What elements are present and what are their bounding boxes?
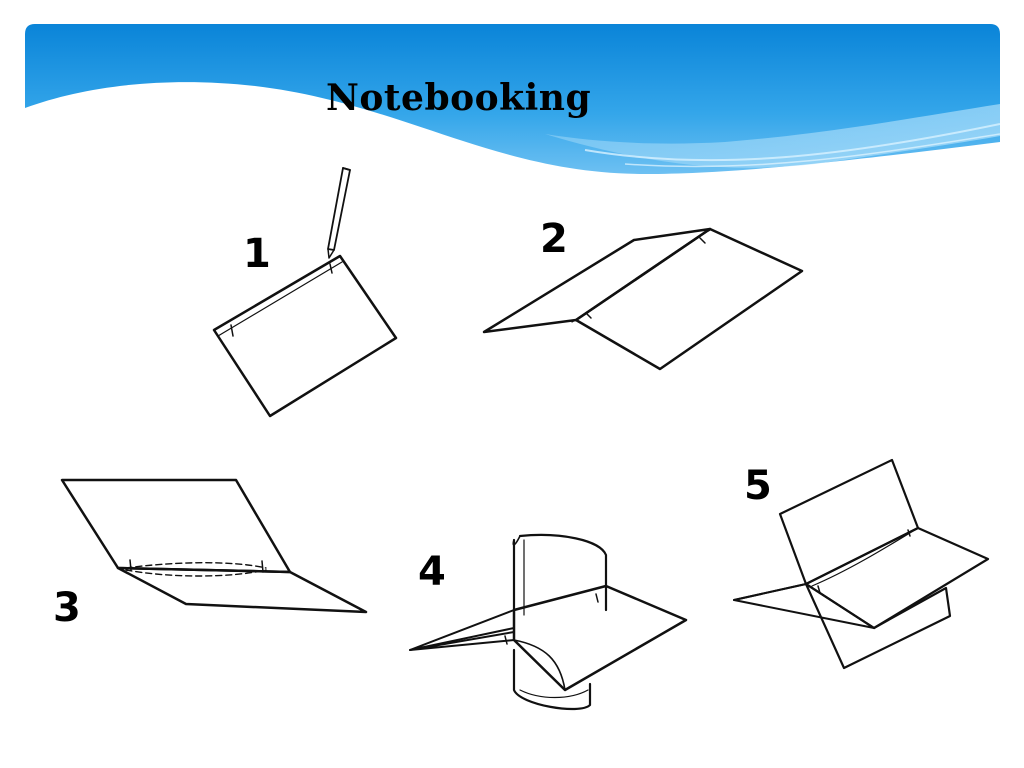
rolled-insert-paper-icon: [409, 533, 688, 711]
step-5-label: 5: [744, 463, 772, 509]
step-3-label: 3: [53, 585, 81, 631]
header-banner: [25, 24, 1000, 174]
stacked-folded-papers-icon: [733, 458, 990, 670]
banner-shape: [25, 24, 1000, 174]
step-4-label: 4: [418, 549, 446, 595]
slide-title: Notebooking: [326, 77, 592, 119]
open-folded-paper-icon: [60, 478, 368, 614]
step-1-label: 1: [243, 231, 271, 277]
paper-with-pencil-icon: [212, 167, 398, 418]
folded-paper-icon: [482, 227, 804, 371]
step-2-label: 2: [540, 216, 568, 262]
